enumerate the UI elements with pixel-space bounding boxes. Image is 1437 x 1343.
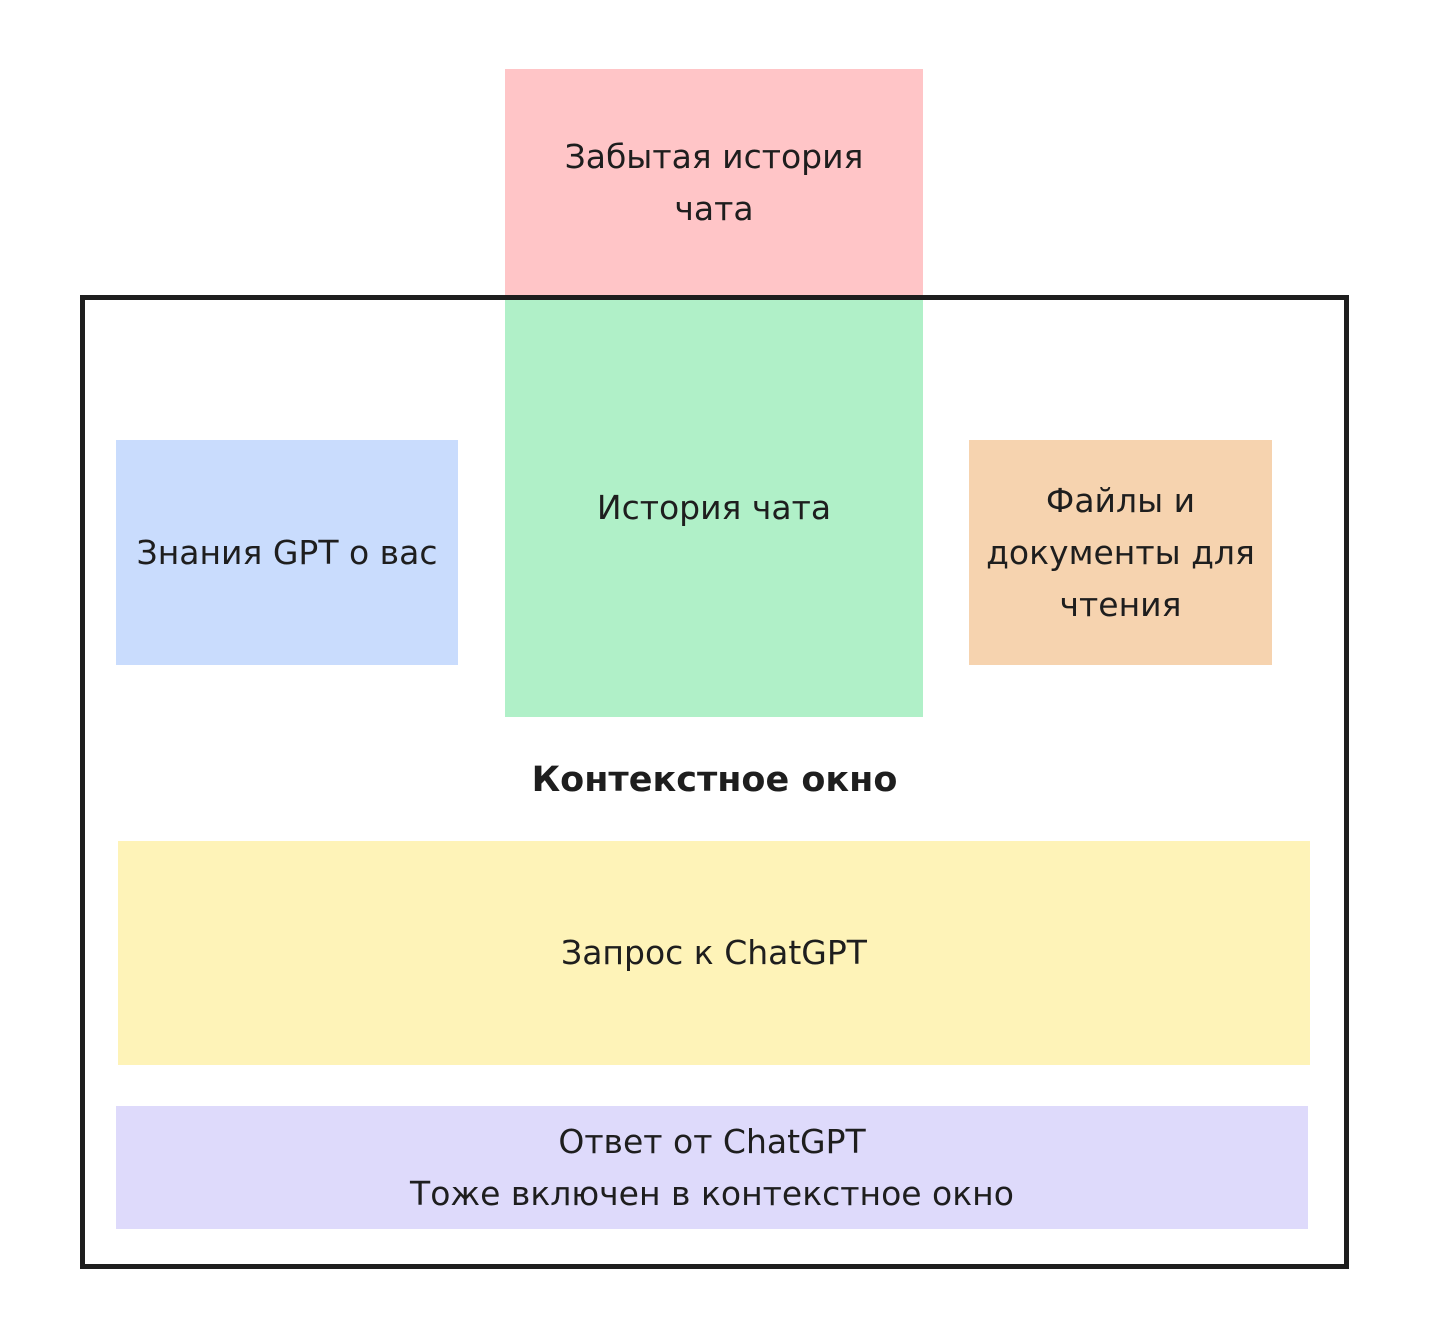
files-label-line3: чтения	[1059, 584, 1182, 624]
gpt-knowledge-label: Знания GPT о вас	[136, 532, 438, 572]
forgotten-chat-history-box: Забытая история чата	[505, 69, 923, 296]
response-label-line2: Тоже включен в контекстное окно	[410, 1173, 1014, 1213]
context-window-frame	[80, 295, 1349, 1269]
chat-history-label: История чата	[596, 488, 832, 527]
files-label-line1: Файлы и	[1045, 480, 1196, 520]
forgotten-history-label-line1: Забытая история	[564, 136, 864, 176]
files-documents-box: Файлы и документы для чтения	[969, 440, 1272, 665]
forgotten-history-label-line2: чата	[674, 188, 754, 228]
context-window-title: Контекстное окно	[531, 760, 898, 800]
chat-history-box: История чата	[505, 300, 923, 717]
gpt-knowledge-box: Знания GPT о вас	[116, 440, 458, 665]
chatgpt-response-box: Ответ от ChatGPT Тоже включен в контекст…	[116, 1106, 1308, 1229]
response-label-line1: Ответ от ChatGPT	[558, 1121, 866, 1161]
files-label-line2: документы для	[986, 532, 1255, 572]
chatgpt-request-box: Запрос к ChatGPT	[118, 841, 1310, 1065]
chatgpt-request-label: Запрос к ChatGPT	[561, 933, 867, 972]
